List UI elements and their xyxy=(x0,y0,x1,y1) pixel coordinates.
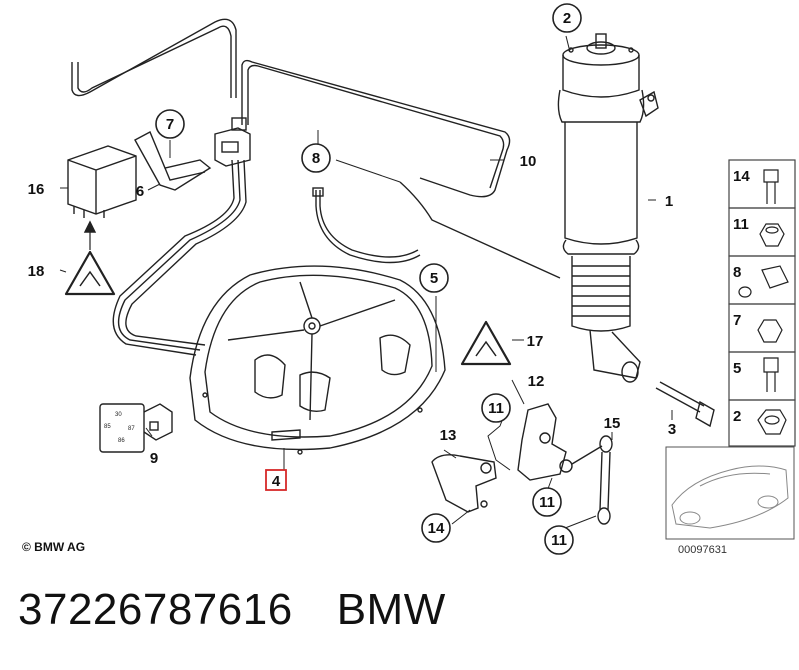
air-strut xyxy=(557,33,659,383)
bolt-icon xyxy=(763,169,779,204)
leader-lines xyxy=(59,35,673,531)
bushing-icon xyxy=(761,265,789,289)
copyright-text: © BMW AG xyxy=(22,540,86,554)
callout-5: 5 xyxy=(430,270,438,287)
parts-diagram: 30 85 87 86 xyxy=(28,3,796,555)
callout-13: 13 xyxy=(440,427,457,444)
fastener-legend xyxy=(728,159,796,447)
svg-text:85: 85 xyxy=(104,424,111,430)
callout-10: 10 xyxy=(520,153,537,170)
svg-text:87: 87 xyxy=(128,426,135,432)
callout-14: 14 xyxy=(428,520,445,537)
warning-triangle-17 xyxy=(460,320,512,366)
flange-bolt-icon xyxy=(763,357,779,392)
callout-11b: 11 xyxy=(539,494,555,511)
callout-12: 12 xyxy=(528,373,545,390)
connector-9: 30 85 87 86 xyxy=(99,403,173,453)
callout-6: 6 xyxy=(136,183,144,200)
flange-nut-icon xyxy=(757,319,783,343)
callout-2: 2 xyxy=(563,10,571,27)
legend-label-7: 7 xyxy=(733,312,741,329)
bolt-3 xyxy=(655,381,715,428)
bracket-13 xyxy=(431,454,497,513)
part-caption: 37226787616 BMW xyxy=(18,585,446,635)
legend-label-8: 8 xyxy=(733,264,741,281)
callout-16: 16 xyxy=(28,181,45,198)
callout-3: 3 xyxy=(668,421,676,438)
callout-9: 9 xyxy=(150,450,158,467)
callout-4-highlight xyxy=(265,469,287,491)
svg-text:86: 86 xyxy=(118,438,125,444)
legend-label-5: 5 xyxy=(733,360,741,377)
relay-16 xyxy=(67,145,137,218)
height-sensor xyxy=(517,403,603,481)
hose-8 xyxy=(312,187,421,264)
callout-15: 15 xyxy=(604,415,621,432)
legend-label-2: 2 xyxy=(733,408,741,425)
brand-name: BMW xyxy=(336,585,446,634)
nut-icon xyxy=(759,223,785,247)
car-thumbnail xyxy=(665,446,795,540)
callout-17: 17 xyxy=(527,333,544,350)
callouts xyxy=(155,3,582,555)
callout-7: 7 xyxy=(166,116,174,133)
svg-text:30: 30 xyxy=(115,412,122,418)
part-number: 37226787616 xyxy=(18,585,293,634)
link-rod xyxy=(597,435,613,525)
callout-1: 1 xyxy=(665,193,673,210)
callout-11a: 11 xyxy=(488,400,504,417)
callout-11c: 11 xyxy=(551,532,567,549)
collar-nut-icon xyxy=(757,409,787,435)
callout-8: 8 xyxy=(312,150,320,167)
callout-4: 4 xyxy=(272,473,281,490)
legend-label-11: 11 xyxy=(733,216,749,233)
callout-18: 18 xyxy=(28,263,45,280)
air-lines xyxy=(71,18,561,356)
reservoir-cover xyxy=(189,265,446,455)
legend-label-14: 14 xyxy=(733,168,750,185)
valve-block xyxy=(214,117,251,167)
bracket-6 xyxy=(134,131,212,191)
reference-number: 00097631 xyxy=(678,544,727,556)
warning-triangle-18 xyxy=(64,250,116,296)
